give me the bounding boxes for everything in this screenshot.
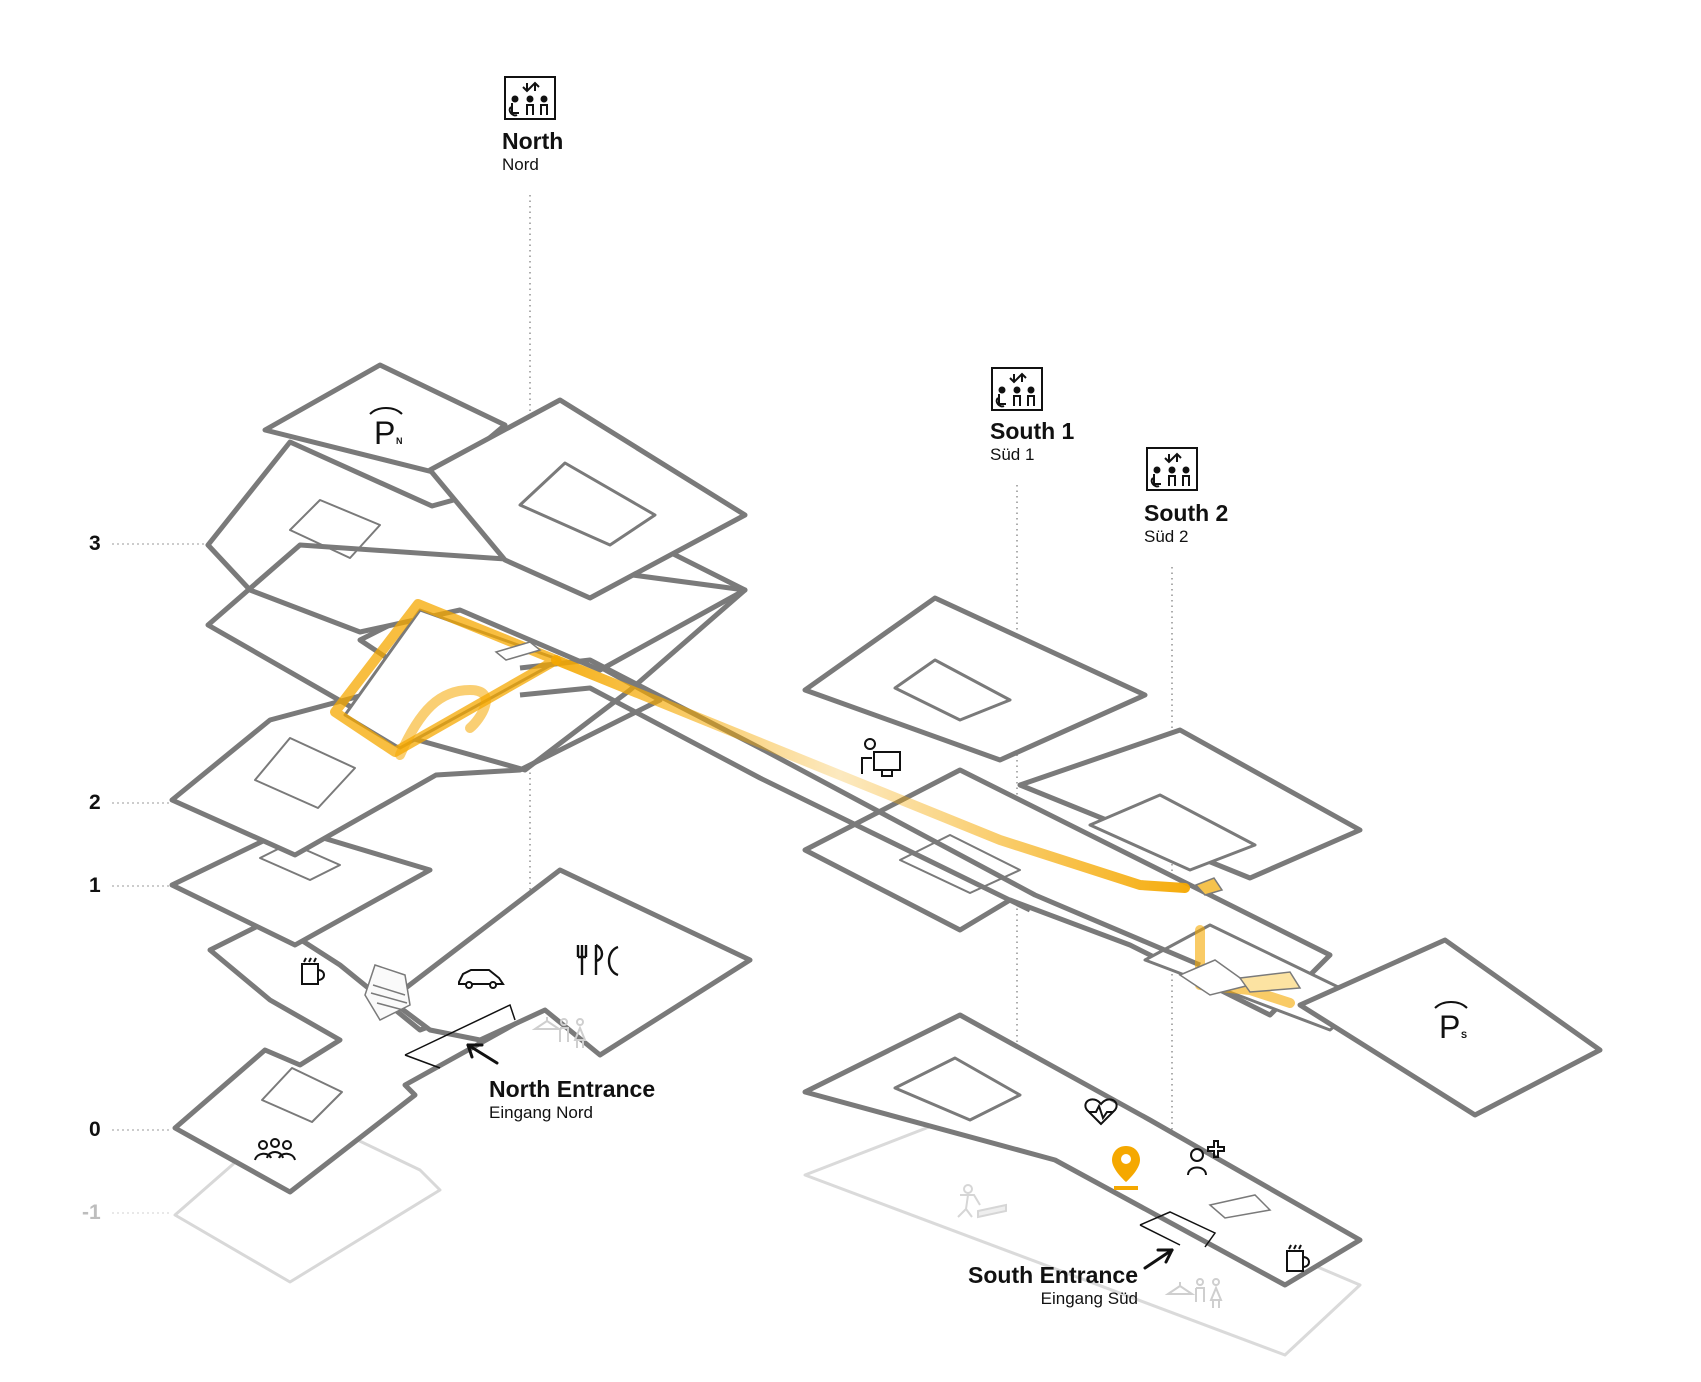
restaurant-icon (576, 943, 619, 977)
elevator-south2-sub: Süd 2 (1144, 527, 1189, 546)
north-floor-2-courtyard (254, 737, 356, 809)
south-entrance-sub: Eingang Süd (1040, 1289, 1138, 1308)
escalators (494, 641, 1302, 1219)
route-bridge (551, 655, 1190, 893)
parking-icon: P N (369, 407, 403, 451)
elevator-south1-label: South 1 Süd 1 (990, 418, 1074, 466)
elevator-south1-sub: Süd 1 (990, 445, 1035, 464)
arrow-icon (466, 1043, 499, 1065)
south-floor-2b-court (1088, 793, 1257, 872)
svg-text:N: N (396, 436, 403, 446)
level-label-3: 3 (89, 532, 101, 555)
elevator-accessible-icon (504, 76, 556, 120)
route-north-spiral (395, 685, 491, 760)
waiting-area-icon (254, 1138, 296, 1161)
elevator-north-name: North (502, 128, 564, 154)
north-floor-top-b-court (518, 461, 657, 547)
south-parking-level (1297, 937, 1603, 1118)
north-entrance-sub: Eingang Nord (489, 1103, 593, 1122)
svg-text:P: P (374, 415, 395, 451)
cafe-icon (1286, 1244, 1310, 1272)
south-floor-0-courtyard (893, 1056, 1022, 1122)
shop-icon (364, 964, 411, 1021)
south-floor-minus1 (803, 1113, 1362, 1357)
escalator-icon (1238, 971, 1302, 993)
svg-text:S: S (1461, 1030, 1467, 1040)
escalator-icon (1194, 877, 1224, 896)
waiting-area-icon (957, 1184, 1007, 1219)
medical-staff-icon (1187, 1140, 1225, 1176)
south-entrance-name: South Entrance (968, 1262, 1138, 1288)
north-entrance-label: North Entrance Eingang Nord (489, 1076, 655, 1124)
level-label-2: 2 (89, 791, 101, 814)
toilets-icon (559, 1018, 587, 1048)
escalator-icon (494, 641, 542, 661)
escalator-icon (1208, 1194, 1272, 1219)
location-pin-icon (1112, 1146, 1140, 1190)
south-entrance-label: South Entrance Eingang Süd (946, 1262, 1138, 1310)
information-desk-icon (861, 738, 901, 777)
level-label-0: 0 (89, 1118, 101, 1141)
south-floor-2 (802, 595, 1148, 763)
elevator-south1-name: South 1 (990, 418, 1075, 444)
health-icon (1084, 1098, 1118, 1126)
parking-icon: P S (1434, 1001, 1468, 1045)
car-icon (458, 969, 505, 989)
elevator-south2-label: South 2 Süd 2 (1144, 500, 1228, 548)
north-floor-0-main (387, 867, 753, 1058)
elevator-south2-name: South 2 (1144, 500, 1229, 526)
north-floor-0-courtyard (261, 1067, 343, 1123)
north-floor-1 (169, 825, 433, 948)
level-label-minus1: -1 (82, 1201, 101, 1224)
north-entrance-name: North Entrance (489, 1076, 656, 1102)
south-floor-2-courtyard (893, 658, 1012, 722)
elevator-north-sub: Nord (502, 155, 539, 174)
elevator-accessible-icon (991, 367, 1043, 411)
entrance-doors (404, 1003, 1217, 1248)
svg-text:P: P (1439, 1009, 1460, 1045)
level-label-1: 1 (89, 874, 101, 897)
cloakroom-icon (1164, 1282, 1196, 1295)
elevator-north-label: North Nord (502, 128, 563, 176)
cloakroom-icon (531, 1017, 563, 1030)
arrow-icon (1143, 1248, 1174, 1270)
north-parking-level (262, 362, 508, 478)
cafe-icon (301, 957, 325, 985)
toilets-icon (1195, 1278, 1223, 1308)
elevator-accessible-icon (1146, 447, 1198, 491)
level-guides (112, 543, 205, 1214)
